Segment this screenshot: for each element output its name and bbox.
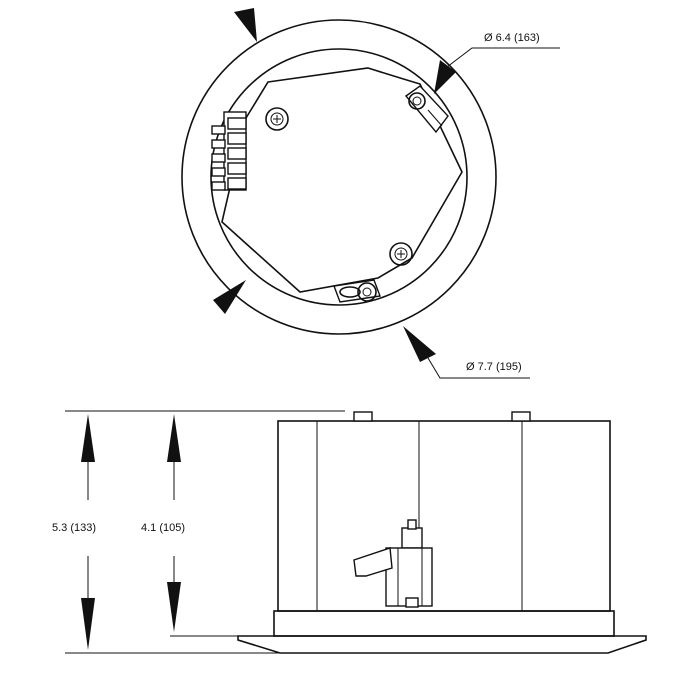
total-height-label: 5.3 (133) (52, 522, 96, 534)
outer-trim-ring (181, 19, 497, 335)
top-tab-right (511, 411, 531, 422)
outer-diameter-label: Ø 7.7 (195) (466, 361, 522, 373)
arrow-bottom (403, 326, 436, 362)
speaker-housing (277, 420, 611, 612)
baffle (273, 610, 615, 637)
dimension-body-height (167, 414, 181, 632)
screw-bottom-right (389, 242, 413, 266)
dimension-total-height (81, 414, 95, 650)
leader-outer-diameter (427, 357, 530, 379)
mounting-clip-lower (333, 279, 381, 303)
arrow-top (234, 8, 257, 42)
inner-diameter-label: Ø 6.4 (163) (484, 32, 540, 44)
terminal-block (211, 111, 247, 191)
top-tab-left (353, 411, 373, 422)
inner-trim-ring (210, 48, 468, 306)
mounting-plate (221, 67, 463, 293)
mounting-clip-side (353, 519, 433, 608)
arrow-left (213, 280, 246, 314)
leader-inner-diameter (446, 47, 560, 68)
mounting-clip-upper (404, 85, 449, 134)
side-view: 5.3 (133) 4.1 (105) (52, 410, 647, 654)
screw-top-left (265, 107, 289, 131)
arrow-right-upper (434, 60, 456, 94)
top-view: Ø 6.4 (163) Ø 7.7 (195) (181, 8, 560, 379)
body-height-label: 4.1 (105) (141, 522, 185, 534)
grille-trim (237, 635, 647, 654)
